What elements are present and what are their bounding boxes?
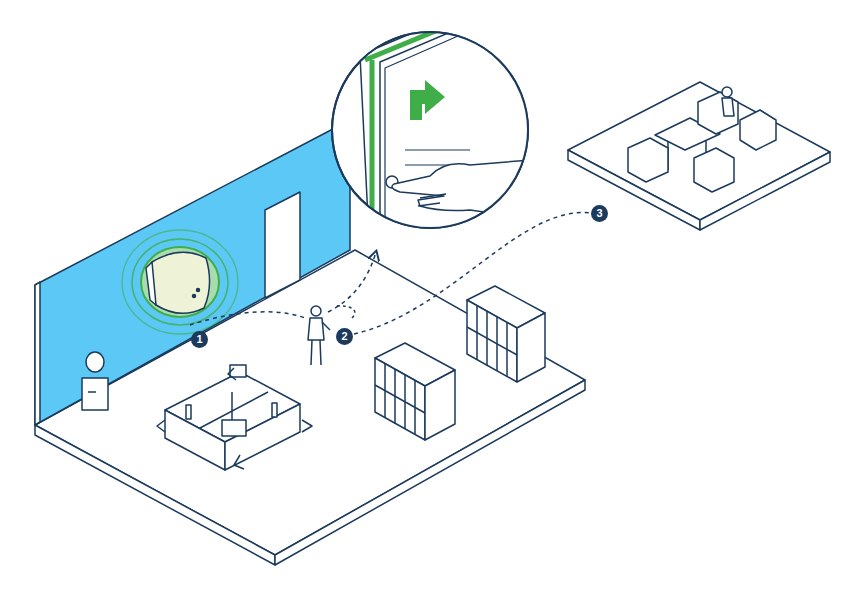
callout-text: 2 <box>341 330 347 342</box>
callout-number: 3 <box>591 205 608 222</box>
callout-text: 1 <box>196 333 202 345</box>
callout-text: 3 <box>596 207 602 219</box>
callout-number: 1 <box>191 331 208 348</box>
callout-number: 2 <box>336 328 353 345</box>
